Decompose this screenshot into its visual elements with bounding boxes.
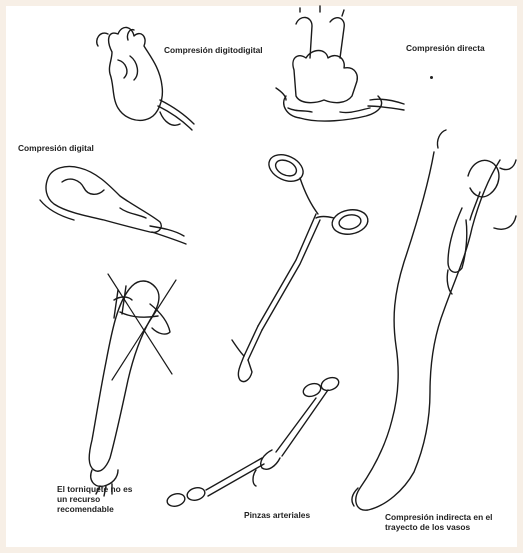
label-tourniquet-line-3: recomendable: [57, 504, 132, 514]
label-arterial-forceps: Pinzas arteriales: [244, 510, 310, 520]
label-digital-compression: Compresión digital: [18, 143, 94, 153]
label-indirect-line-1: Compresión indirecta en el: [385, 512, 493, 522]
label-digitodigital-compression: Compresión digitodigital: [164, 45, 263, 55]
direct-compression-dot: [430, 76, 433, 79]
label-indirect-line-2: trayecto de los vasos: [385, 522, 493, 532]
label-tourniquet-line-1: El torniquete no es: [57, 484, 132, 494]
direct-compression-drawing: [276, 6, 404, 121]
arterial-forceps-large-drawing: [232, 150, 370, 382]
digitodigital-compression-drawing: [97, 27, 194, 130]
tourniquet-arm-drawing: [89, 274, 176, 496]
digital-compression-drawing: [40, 166, 186, 244]
label-tourniquet-not-recommended: El torniquete no es un recurso recomenda…: [57, 484, 132, 514]
label-tourniquet-line-2: un recurso: [57, 494, 132, 504]
label-direct-compression: Compresión directa: [406, 43, 485, 53]
arterial-forceps-small-drawing: [166, 375, 341, 508]
label-indirect-compression: Compresión indirecta en el trayecto de l…: [385, 512, 493, 532]
leg-indirect-compression-drawing: [352, 130, 516, 510]
